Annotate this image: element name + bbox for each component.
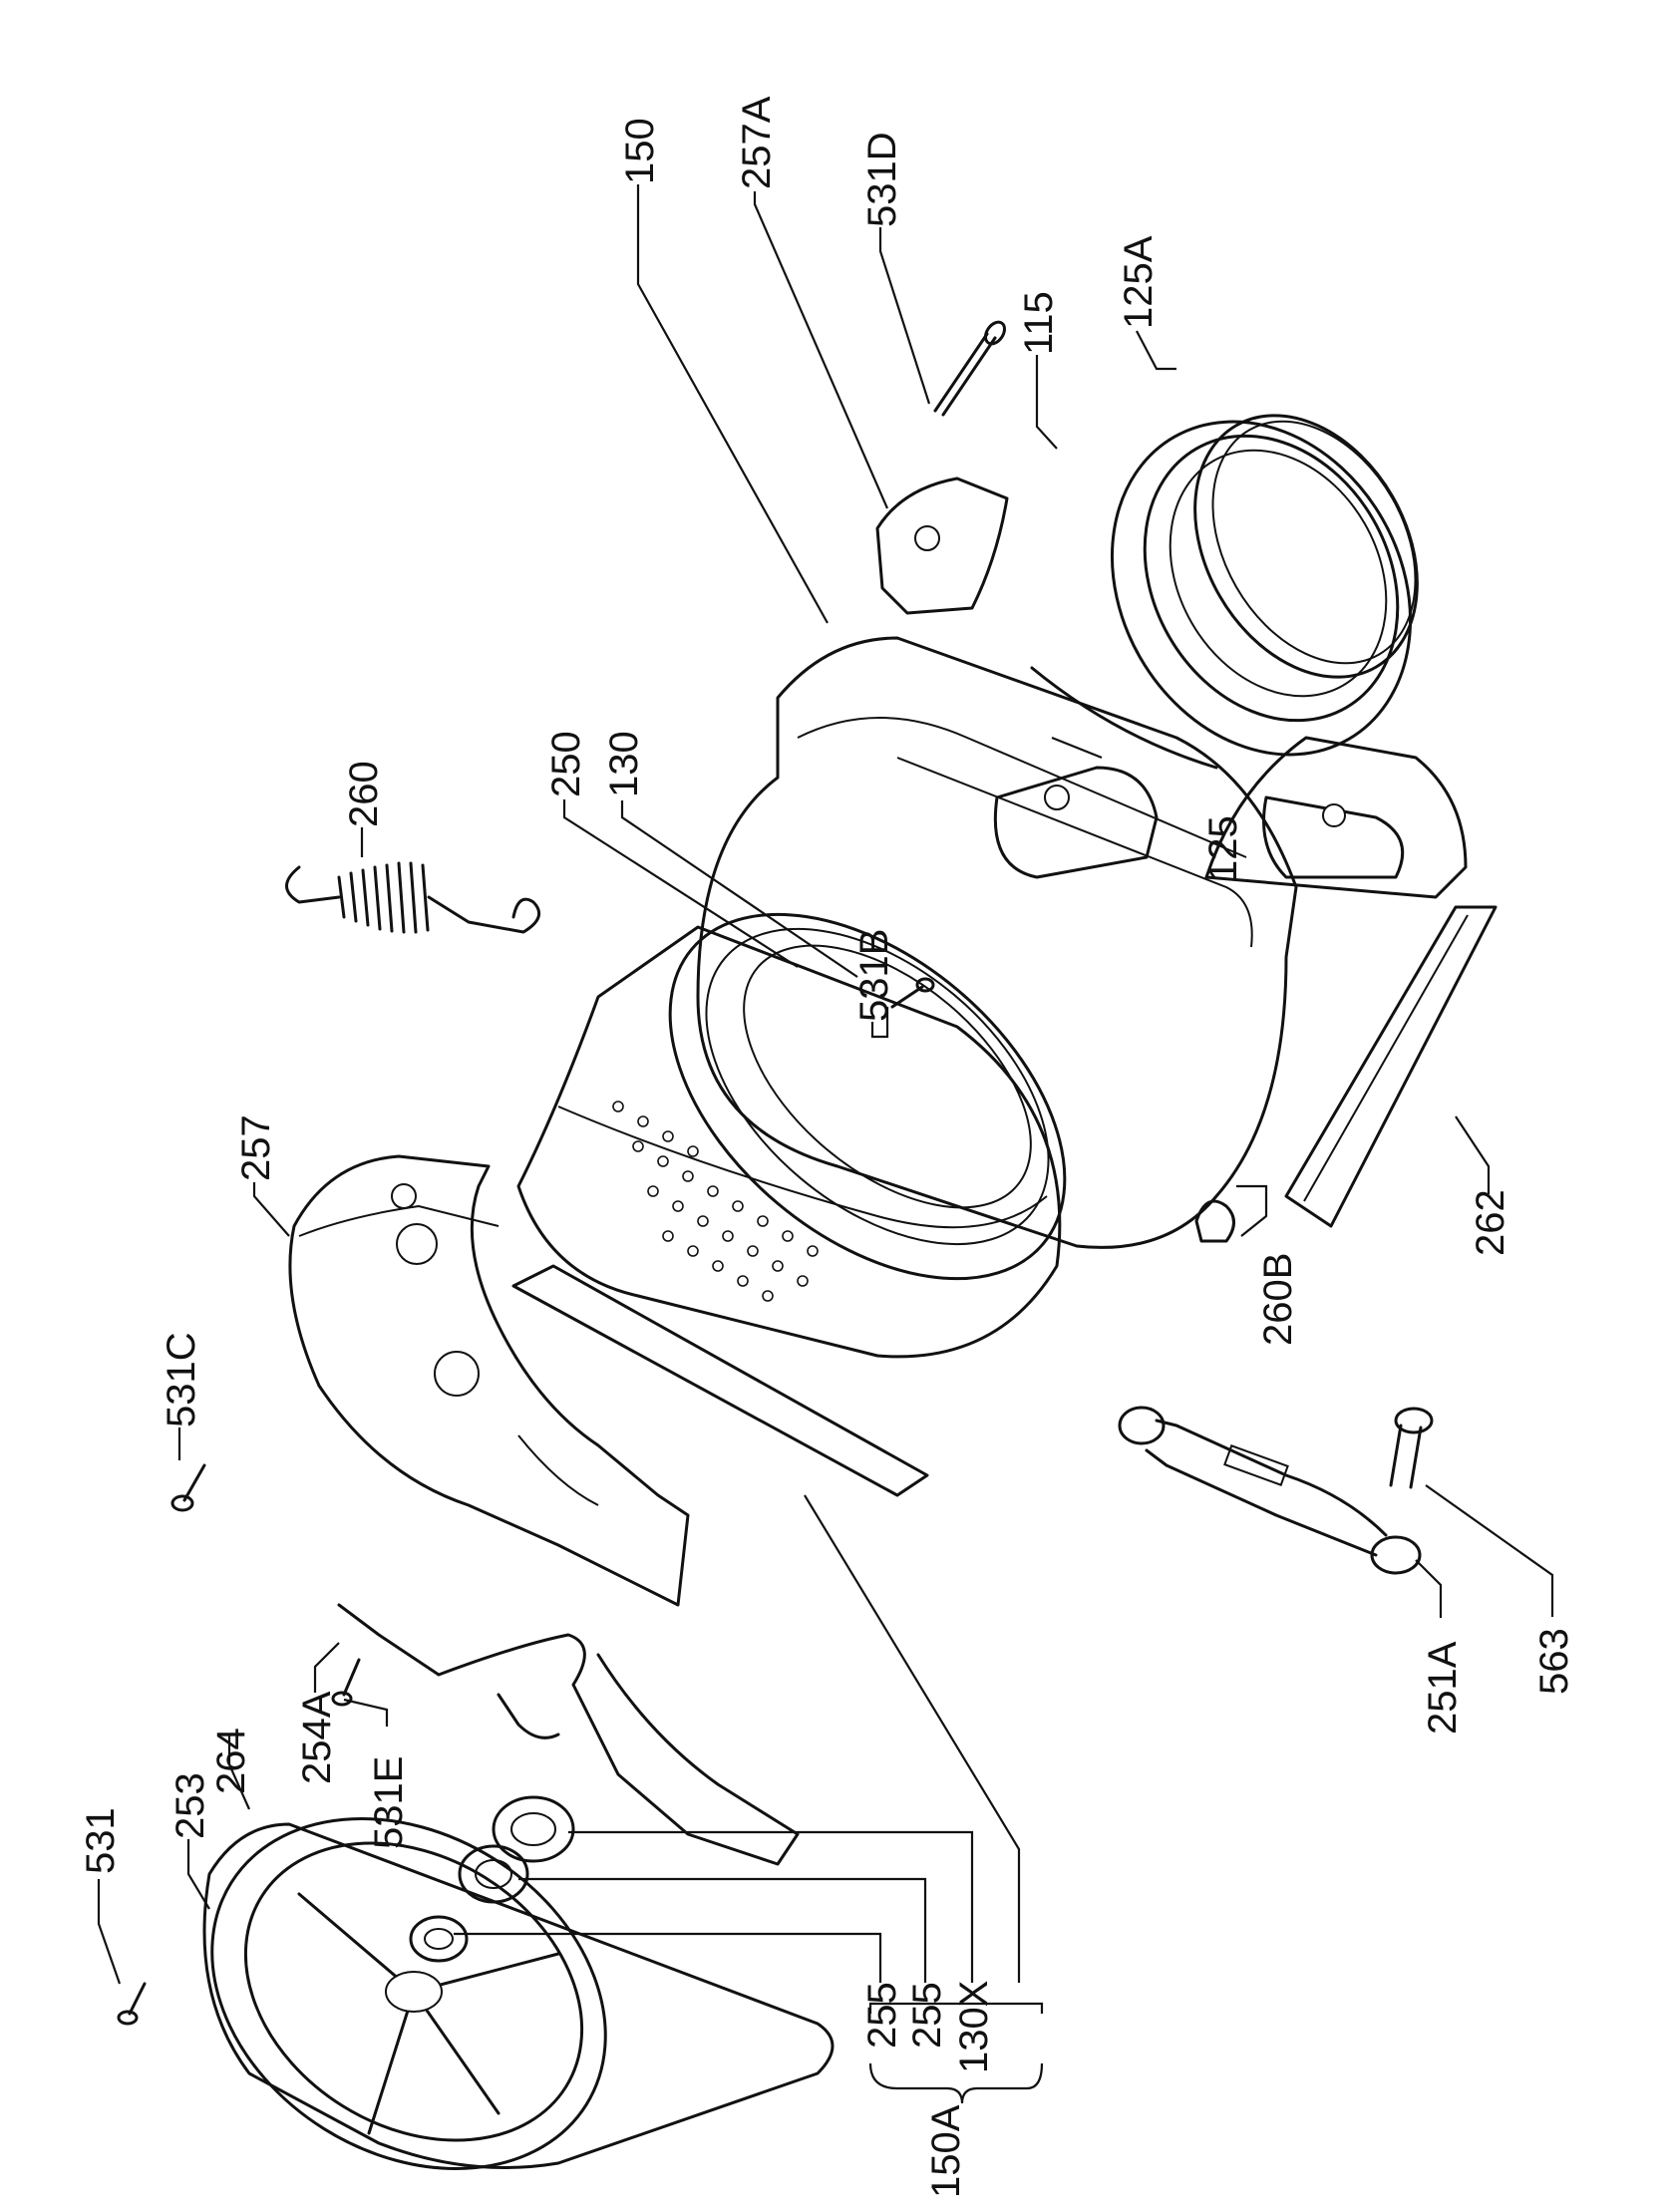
screw-part-531D	[933, 320, 1007, 417]
label-563: 563	[1532, 1628, 1576, 1695]
tub-front-ring-part-115	[1110, 420, 1413, 757]
label-531E: 531E	[367, 1756, 411, 1849]
label-531C: 531C	[160, 1332, 203, 1427]
screw-part-531C	[170, 1463, 206, 1512]
spring-part-260	[285, 861, 541, 934]
bolt-part-563	[1389, 1407, 1434, 1489]
label-531D: 531D	[860, 132, 904, 227]
pulley-part-253	[210, 1817, 607, 2170]
label-531B: 531B	[852, 929, 896, 1022]
label-255-first: 255	[860, 1982, 904, 2049]
hose-part-262	[1284, 905, 1498, 1228]
seal-ring-part-125	[1030, 666, 1218, 770]
label-264: 264	[209, 1728, 253, 1794]
label-531: 531	[79, 1807, 123, 1874]
counterweight-part-257	[288, 1154, 690, 1607]
label-125: 125	[1201, 815, 1245, 882]
leader-lines	[97, 184, 1554, 2014]
screw-part-531E	[331, 1658, 361, 1707]
label-254A: 254A	[295, 1691, 339, 1784]
shock-absorber-part-251A	[1118, 1406, 1422, 1575]
label-130: 130	[602, 731, 646, 797]
label-253: 253	[168, 1772, 212, 1839]
label-260B: 260B	[1256, 1253, 1300, 1346]
drum-perforations	[612, 1101, 819, 1302]
shaft-support-part-254A	[337, 1603, 800, 1866]
label-150: 150	[618, 118, 662, 184]
shaft-flange-part-130X	[492, 1795, 575, 1863]
screw-part-531B	[890, 977, 935, 1009]
drum-part-130	[511, 925, 1062, 1497]
label-260: 260	[342, 761, 386, 827]
bearings-part-255	[409, 1844, 529, 1963]
part-labels: 150 257A 531D 125A 115 260 250 130 125 5…	[79, 96, 1576, 2198]
belt-part-264	[202, 1822, 835, 2169]
outer-tub-part-150	[696, 636, 1468, 1249]
group-bracket-150A	[868, 2062, 1044, 2104]
label-251A: 251A	[1421, 1641, 1465, 1735]
label-115: 115	[1017, 291, 1061, 355]
counterweight-lug-part-257A	[875, 476, 1405, 879]
gasket-ring-part-125A	[1193, 414, 1419, 679]
label-150A: 150A	[924, 2104, 968, 2198]
drum-rear-ring-part-250	[668, 912, 1067, 1281]
label-125A: 125A	[1117, 235, 1161, 329]
label-130X: 130X	[952, 1981, 996, 2073]
label-250: 250	[544, 731, 588, 797]
label-257: 257	[234, 1114, 278, 1181]
clip-part-260B	[1194, 1199, 1235, 1243]
label-255-second: 255	[905, 1982, 949, 2049]
label-257A: 257A	[735, 96, 779, 189]
screw-part-531	[117, 1982, 147, 2026]
label-262: 262	[1469, 1189, 1512, 1256]
